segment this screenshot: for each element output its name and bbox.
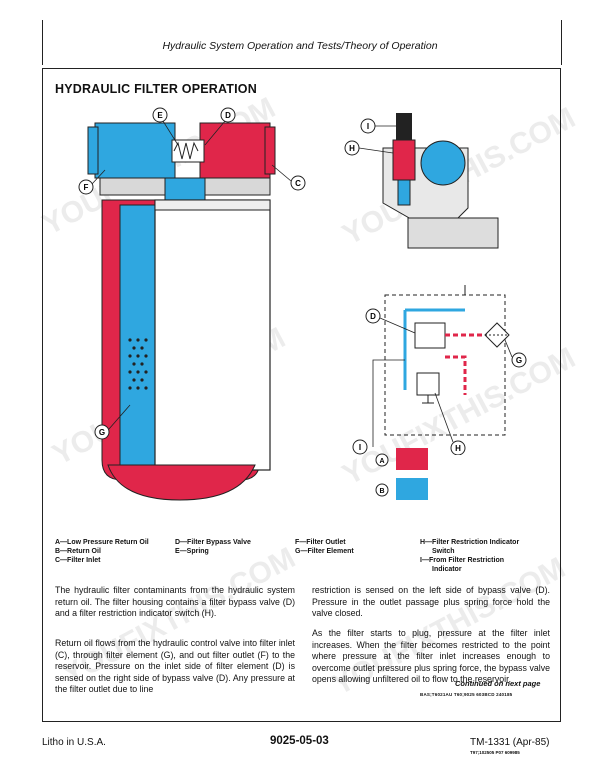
legend-col-4: H—Filter Restriction Indicator Switch I—… xyxy=(420,539,520,573)
filter-inlet-port xyxy=(199,122,271,179)
paragraph-4: As the filter starts to plug, pressure a… xyxy=(312,628,550,685)
legend-red-swatch xyxy=(396,448,428,470)
callout-E: E xyxy=(157,111,163,120)
page-frame-left xyxy=(42,20,43,65)
bypass-valve-symbol xyxy=(414,322,446,349)
legend-col-1: A—Low Pressure Return Oil B—Return Oil C… xyxy=(55,539,149,564)
legend-col-2: D—Filter Bypass Valve E—Spring xyxy=(175,539,251,555)
callout-D-schematic: D xyxy=(370,312,376,321)
hydraulic-schematic: D G H I xyxy=(352,285,527,455)
paragraph-1: The hydraulic filter contaminants from t… xyxy=(55,585,295,619)
color-legend: A B xyxy=(375,448,428,500)
reference-codes: BAS;T6021AU T60;9025 603BCD 240185 xyxy=(420,692,513,697)
legend-blue-swatch xyxy=(396,478,428,500)
page-frame-right xyxy=(561,20,562,65)
paragraph-3: restriction is sensed on the left side o… xyxy=(312,585,550,619)
callout-H-schematic: H xyxy=(455,444,461,453)
footer-litho: Litho in U.S.A. xyxy=(42,737,106,748)
continued-note: Continued on next page xyxy=(455,679,541,688)
outlet-flange xyxy=(87,126,99,175)
callout-I-schematic: I xyxy=(359,443,361,452)
callout-D: D xyxy=(225,111,231,120)
restriction-switch-symbol xyxy=(416,372,440,396)
paragraph-2: Return oil flows from the hydraulic cont… xyxy=(55,638,295,695)
legend-B-label: B xyxy=(379,488,384,495)
indicator-switch-detail: I H xyxy=(344,113,499,249)
inlet-flange xyxy=(264,126,276,175)
footer-codes: T97;102505 P07 609985 xyxy=(470,750,520,755)
filter-element-core xyxy=(119,204,156,466)
page-number: 9025-05-03 xyxy=(270,735,329,747)
spring xyxy=(173,141,199,160)
callout-G: G xyxy=(99,428,105,437)
legend-A-label: A xyxy=(379,458,384,465)
filter-element xyxy=(154,199,271,471)
page-header: Hydraulic System Operation and Tests/The… xyxy=(162,40,438,52)
section-title: HYDRAULIC FILTER OPERATION xyxy=(55,82,257,96)
callout-C: C xyxy=(295,179,301,188)
callout-H-detail: H xyxy=(349,144,355,153)
filter-cutaway-illustration: E D F C G xyxy=(78,107,306,501)
indicator-switch xyxy=(396,113,412,143)
manual-id: TM-1331 (Apr-85) xyxy=(470,737,550,748)
callout-F: F xyxy=(84,183,89,192)
callout-G-schematic: G xyxy=(516,356,522,365)
perforations xyxy=(128,338,148,390)
content-frame xyxy=(42,68,561,722)
housing-bottom xyxy=(107,464,256,501)
callout-I-detail: I xyxy=(367,122,369,131)
filter-outlet-port xyxy=(94,122,176,179)
legend-col-3: F—Filter Outlet G—Filter Element xyxy=(295,539,354,555)
